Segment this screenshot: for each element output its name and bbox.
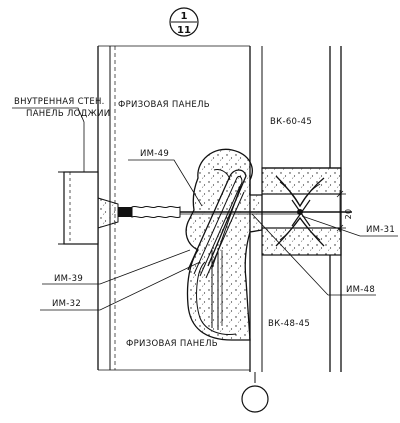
label-frieze-panel-top: ФРИЗОВАЯ ПАНЕЛЬ — [118, 100, 210, 110]
section-mark: 1 11 — [169, 7, 199, 37]
label-inner-wall-line2: ПАНЕЛЬ ЛОДЖИИ — [26, 109, 110, 119]
dimension-20-text: 20 — [344, 209, 353, 220]
leader-lines — [12, 107, 398, 311]
concrete-monolith — [185, 148, 263, 341]
label-im31: ИМ-31 — [366, 225, 395, 235]
beam-anchors — [275, 175, 325, 247]
section-mark-top: 1 — [181, 11, 188, 22]
label-im49: ИМ-49 — [140, 149, 169, 159]
tie-rod — [118, 205, 352, 219]
inner-wall-panel — [58, 171, 119, 245]
axis-line — [241, 372, 269, 413]
bottom-beam-slab — [261, 227, 342, 256]
dimension-20: 20 — [331, 190, 353, 232]
label-beam-top: ВК-60-45 — [270, 117, 312, 127]
reinforcement-bars — [187, 169, 247, 330]
label-inner-wall-line1: ВНУТРЕННАЯ СТЕН. — [14, 97, 105, 107]
axis-circle — [241, 385, 269, 413]
label-beam-bottom: ВК-48-45 — [268, 319, 310, 329]
section-mark-bottom: 11 — [177, 25, 191, 36]
label-frieze-panel-bottom: ФРИЗОВАЯ ПАНЕЛЬ — [126, 339, 218, 349]
label-im39: ИМ-39 — [54, 274, 83, 284]
label-im32: ИМ-32 — [52, 299, 81, 309]
label-im48: ИМ-48 — [346, 285, 375, 295]
top-beam-slab — [261, 167, 342, 195]
